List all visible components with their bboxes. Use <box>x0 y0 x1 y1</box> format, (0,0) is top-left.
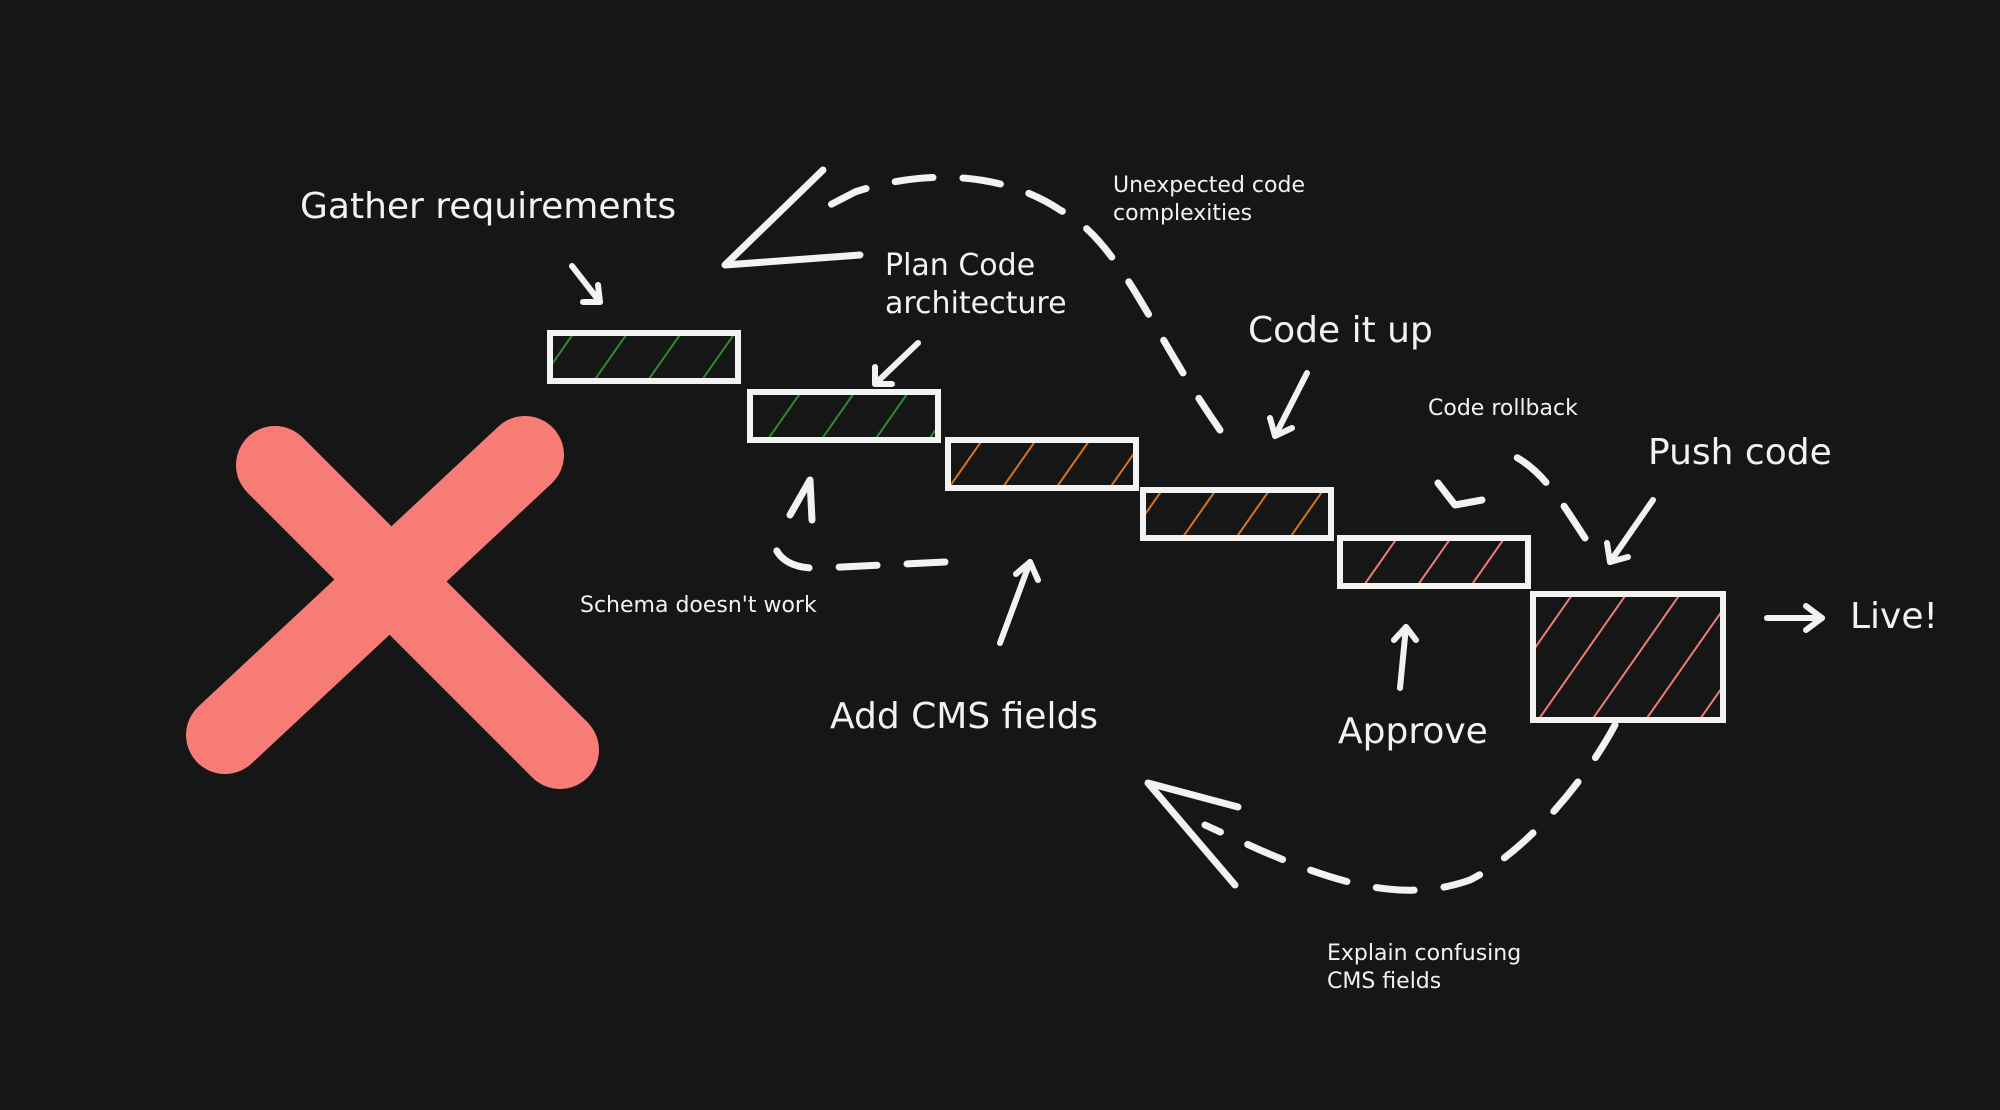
label-explain-line1: Explain confusing <box>1327 941 1521 966</box>
loop-explain <box>1201 721 1619 894</box>
loop-unexpected-code <box>826 173 1224 434</box>
arrow-approve-icon <box>1391 624 1419 691</box>
label-code-rollback: Code rollback <box>1428 396 1578 421</box>
label-plan-code-line2: architecture <box>885 286 1067 321</box>
label-plan-code-line1: Plan Code <box>885 248 1035 283</box>
step-approve-box <box>1337 535 1531 589</box>
loop-unexpected-arrowhead-icon <box>721 166 864 269</box>
label-add-cms-fields: Add CMS fields <box>830 696 1098 737</box>
arrow-push-code-icon <box>1604 497 1656 565</box>
loop-schema-arrowhead-icon <box>786 476 816 524</box>
arrow-gather-icon <box>569 263 603 305</box>
step-gather-requirements-box <box>547 330 741 384</box>
arrow-plan-icon <box>872 340 921 387</box>
label-unexpected-line2: complexities <box>1113 201 1252 226</box>
arrow-code-it-up-icon <box>1267 370 1310 439</box>
arrow-live-icon <box>1764 603 1825 633</box>
label-approve: Approve <box>1338 711 1488 752</box>
label-live: Live! <box>1850 596 1938 637</box>
label-explain-line2: CMS fields <box>1327 969 1441 994</box>
label-code-it-up: Code it up <box>1248 310 1433 351</box>
loop-rollback-arrowhead-icon <box>1434 479 1486 509</box>
loop-explain-arrowhead-icon <box>1144 779 1242 889</box>
red-x-icon <box>186 416 599 789</box>
step-add-cms-fields-box <box>945 437 1139 491</box>
step-plan-code-box <box>747 389 941 443</box>
loop-rollback <box>1501 448 1589 542</box>
arrow-add-cms-icon <box>997 559 1041 646</box>
label-gather-requirements: Gather requirements <box>300 186 676 227</box>
step-code-it-up-box <box>1140 487 1334 541</box>
loop-schema <box>770 521 949 572</box>
label-unexpected-line1: Unexpected code <box>1113 173 1305 198</box>
label-push-code: Push code <box>1648 432 1832 473</box>
step-push-code-box <box>1530 591 1726 723</box>
label-schema: Schema doesn't work <box>580 593 817 618</box>
